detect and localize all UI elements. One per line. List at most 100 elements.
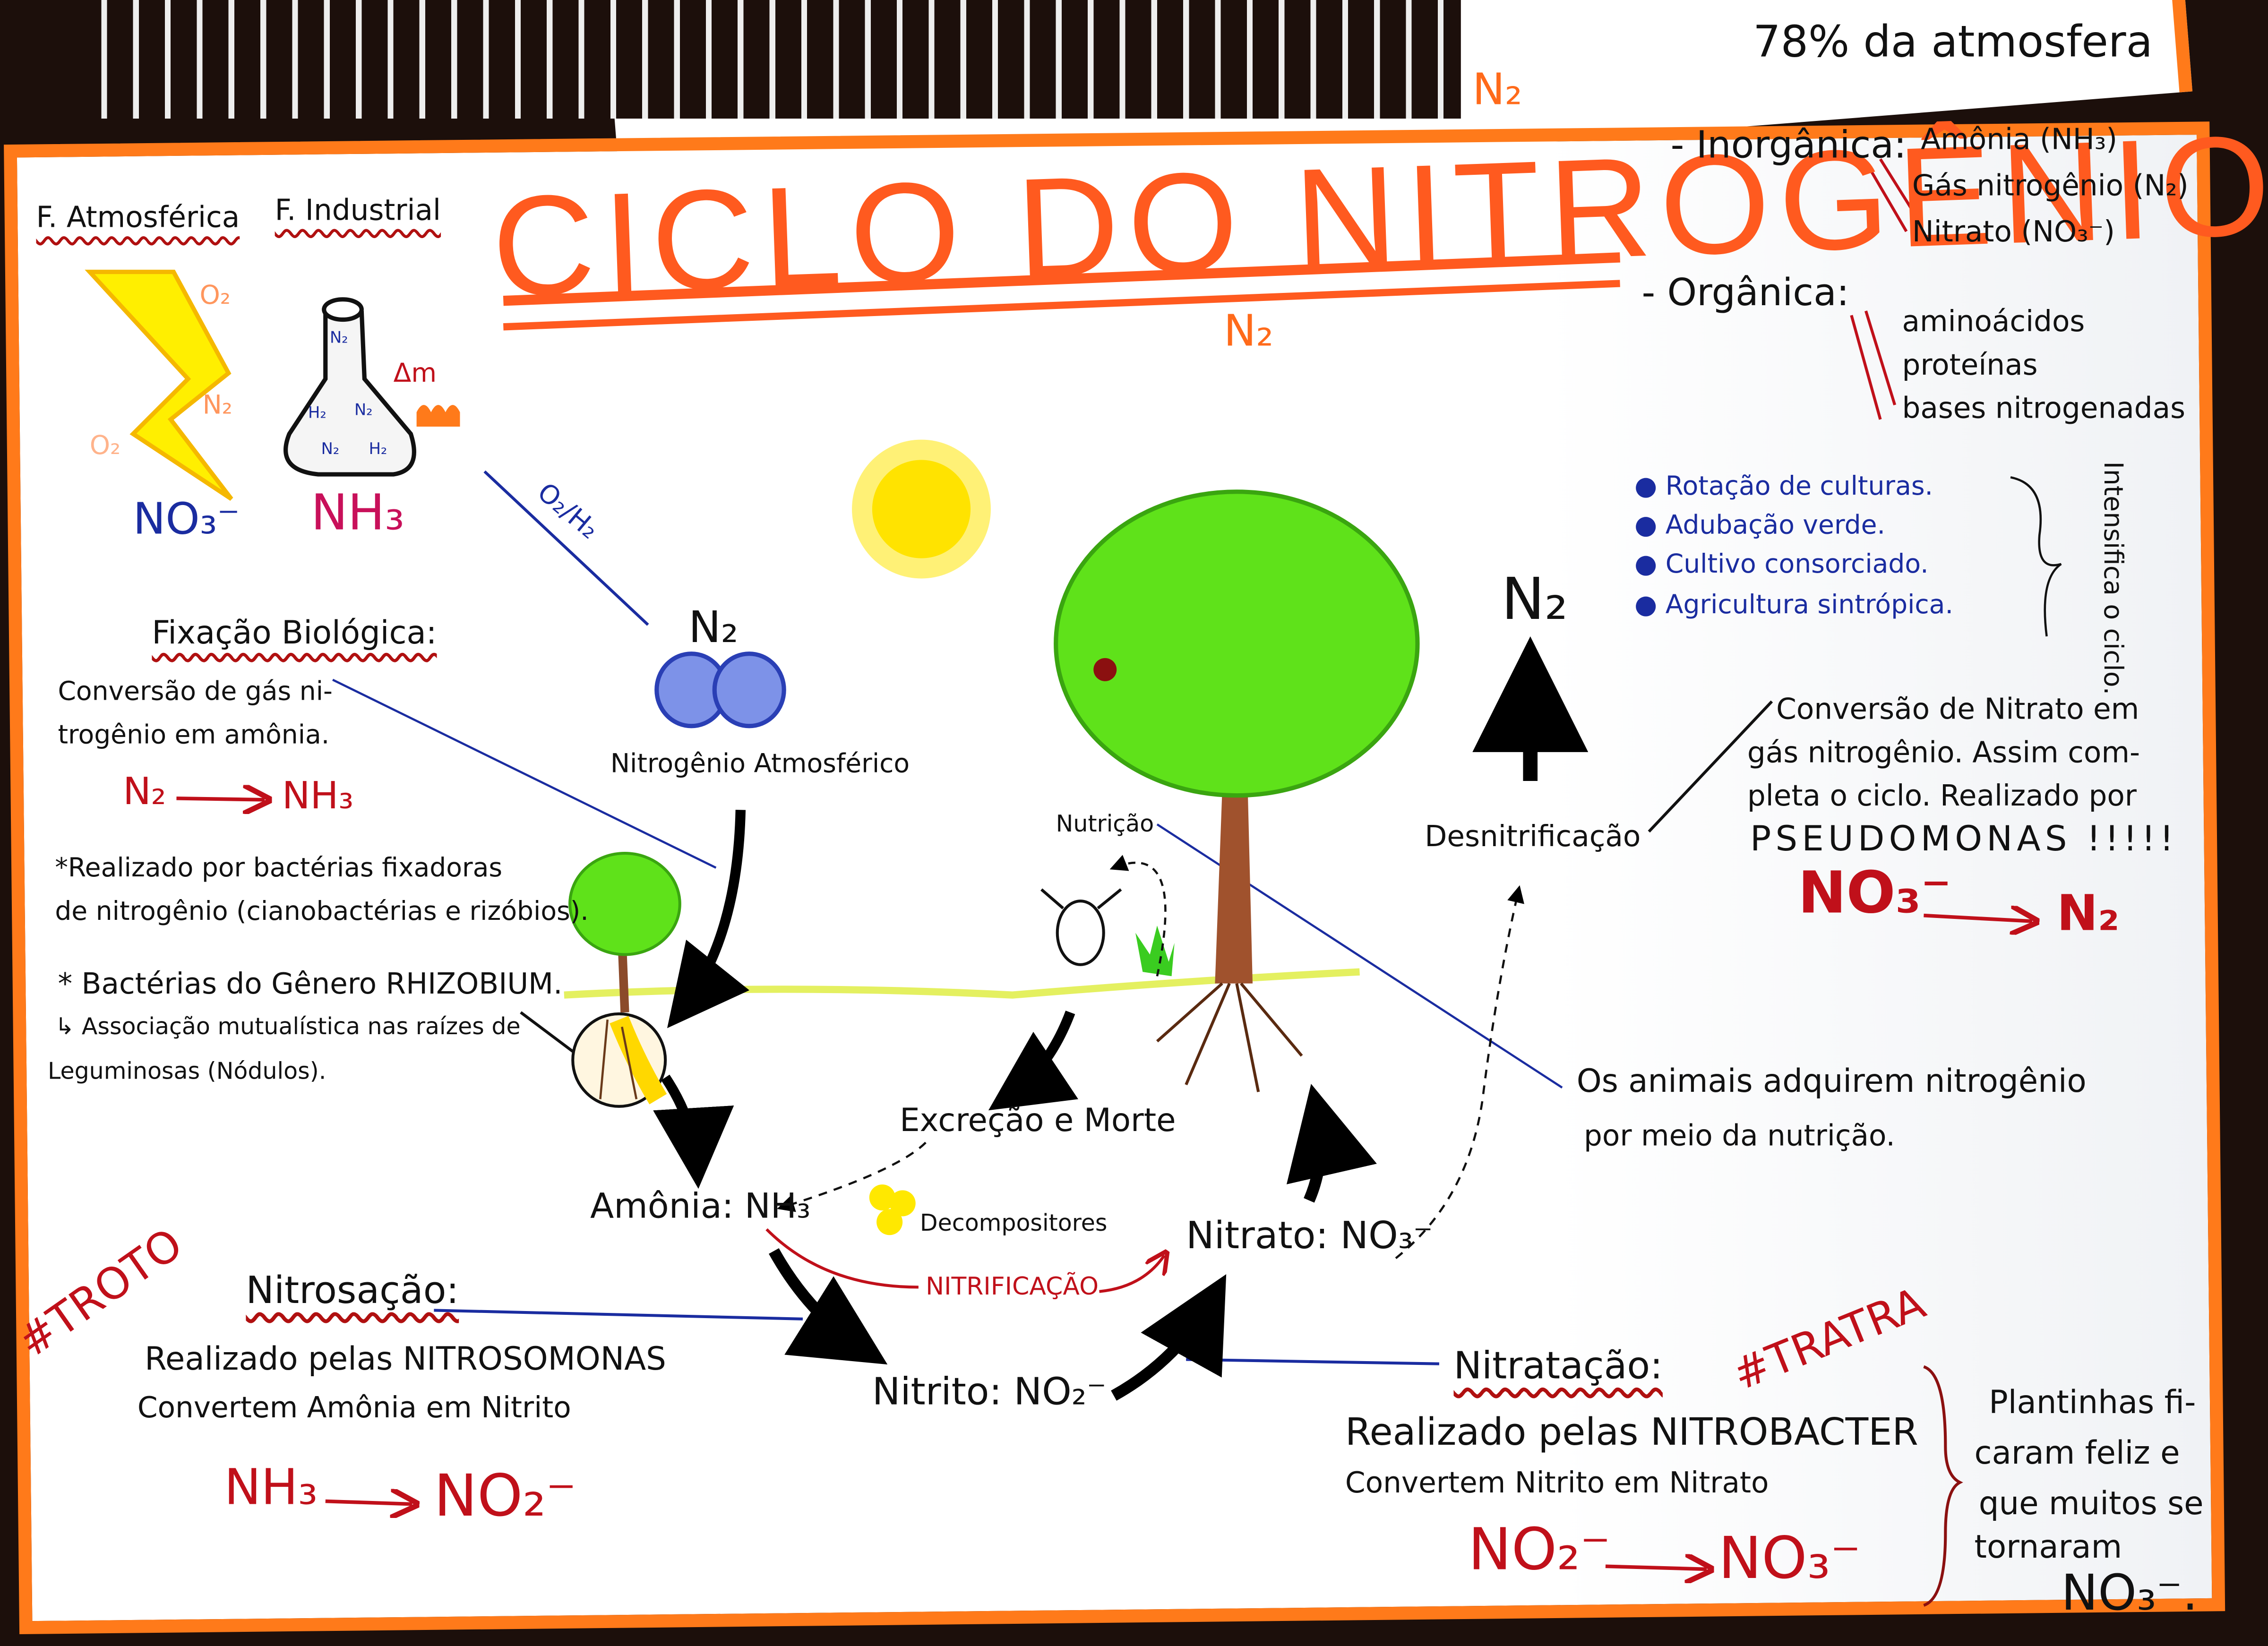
n2-label: N₂: [1472, 65, 1522, 116]
nitrification-label: NITRIFICAÇÃO: [926, 1272, 1099, 1302]
reaction-from: NO₃⁻: [1798, 860, 1951, 927]
nitrosation-heading: Nitrosação:: [246, 1269, 459, 1313]
reaction-arrows: [176, 798, 2032, 1569]
nitrosation-line: Convertem Amônia em Nitrito: [137, 1389, 571, 1425]
animals-note-line: Os animais adquirem nitrogênio: [1576, 1064, 2087, 1101]
organic-item: proteínas: [1902, 347, 2038, 382]
atmospheric-n2: N₂: [688, 603, 739, 654]
inorganic-item: Nitrato (NO₃⁻): [1912, 214, 2115, 249]
practice-item-label: Cultivo consorciado.: [1665, 549, 1929, 580]
n2-label: N₂: [1223, 306, 1274, 358]
biological-fixation-heading: Fixação Biológica:: [152, 616, 437, 652]
description-line: PSEUDOMONAS !!!!!: [1750, 818, 2178, 859]
atmospheric-nitrogen-label: Nitrogênio Atmosférico: [610, 749, 910, 780]
reaction-to: NO₃⁻: [1718, 1526, 1861, 1593]
description-line: pleta o ciclo. Realizado por: [1747, 778, 2137, 813]
nitrate-label: Nitrato: NO₃⁻: [1186, 1215, 1433, 1259]
description-line: gás nitrogênio. Assim com-: [1747, 735, 2140, 770]
practice-item: ● Agricultura sintrópica.: [1634, 590, 1954, 621]
sun-icon: [852, 439, 991, 579]
connector-line: [520, 1011, 580, 1057]
dashed-arrow-nutrition: [1109, 855, 1167, 977]
rabbit-icon: [1040, 888, 1122, 966]
gas-label: N₂: [202, 390, 232, 421]
reaction-to: NH₃: [282, 775, 354, 819]
nitrite-label: Nitrito: NO₂⁻: [872, 1371, 1107, 1415]
side-note-line: caram feliz e: [1974, 1436, 2180, 1473]
organic-item: bases nitrogenadas: [1902, 390, 2186, 425]
heat-label: Δm: [393, 359, 437, 389]
practice-item-label: Agricultura sintrópica.: [1665, 590, 1954, 621]
nitratation-line: Realizado pelas NITROBACTER: [1345, 1411, 1918, 1455]
description-line: Conversão de Nitrato em: [1776, 691, 2139, 726]
flask-content: N₂: [354, 400, 373, 420]
reaction-from: N₂: [123, 771, 166, 814]
forms-bracket: [1864, 158, 1918, 232]
nutrition-label: Nutrição: [1056, 810, 1154, 838]
gas-label: O₂: [199, 280, 231, 311]
note-line: * Bactérias do Gênero RHIZOBIUM.: [58, 966, 563, 1001]
dashed-arrow-denitrification: [1395, 885, 1524, 1260]
note-line: *Realizado por bactérias fixadoras: [55, 853, 503, 884]
flask-content: H₂: [308, 403, 326, 422]
practice-item: ● Adubação verde.: [1634, 510, 1886, 541]
side-note-line: NO₃⁻.: [2061, 1565, 2198, 1623]
plant-icon: [1135, 926, 1175, 977]
note-line: Leguminosas (Nódulos).: [48, 1057, 326, 1085]
connector-line: [1648, 700, 1773, 833]
connector-line: [1186, 1358, 1439, 1365]
practice-item: ● Cultivo consorciado.: [1634, 549, 1929, 580]
spiral-binding: [101, 0, 1461, 119]
nitratation-line: Convertem Nitrito em Nitrato: [1345, 1465, 1769, 1500]
apple-icon: [1093, 658, 1117, 681]
decomposers-label: Decompositores: [919, 1209, 1108, 1237]
practice-item-label: Adubação verde.: [1665, 510, 1886, 541]
small-tree-icon: [568, 852, 681, 1013]
inorganic-label: - Inorgânica:: [1670, 124, 1907, 168]
animals-note-line: por meio da nutrição.: [1584, 1118, 1895, 1153]
connector-line: [332, 678, 717, 869]
practice-item: ● Rotação de culturas.: [1634, 471, 1933, 502]
arrow-ammonia-to-nitrite: [769, 1248, 888, 1365]
nitrosation-line: Realizado pelas NITROSOMONAS: [145, 1342, 666, 1379]
gas-label: O₂: [89, 431, 121, 462]
organic-item: aminoácidos: [1902, 303, 2085, 339]
lightning-product: NO₃⁻: [133, 494, 240, 546]
arrow-nodule-to-ammonia: [653, 1074, 734, 1189]
excretion-label: Excreção e Morte: [900, 1103, 1176, 1140]
flask-content: N₂: [321, 439, 340, 459]
arrow-nitrite-to-nitrate: [1111, 1274, 1227, 1401]
inorganic-item: Amônia (NH₃): [1921, 121, 2118, 156]
reaction-to: N₂: [2057, 885, 2120, 943]
arrow-animals-to-excretion: [988, 1011, 1079, 1111]
side-note-line: que muitos se: [1978, 1486, 2204, 1523]
note-line: ↳ Associação mutualística nas raízes de: [55, 1012, 521, 1040]
organic-label: - Orgânica:: [1641, 272, 1849, 316]
industrial-product: NH₃: [311, 484, 405, 542]
flask-content: H₂: [369, 439, 387, 459]
forms-bracket: [1850, 310, 1897, 420]
arrow-nitrate-to-tree: [1286, 1084, 1377, 1203]
flame-icon: [416, 405, 460, 427]
reaction-to: NO₂⁻: [434, 1463, 577, 1530]
description-line: Conversão de gás ni-: [58, 677, 333, 707]
note-line: de nitrogênio (cianobactérias e rizóbios…: [55, 896, 589, 927]
side-note-line: Plantinhas fi-: [1989, 1385, 2196, 1422]
connector-line: [483, 470, 649, 626]
side-note-line: tornaram: [1974, 1530, 2122, 1567]
lightning-icon: [85, 269, 233, 501]
title-underline: [503, 252, 1620, 331]
denitrification-label: Desnitrificação: [1425, 818, 1641, 854]
industrial-fixation-label: F. Industrial: [275, 192, 441, 227]
flask-icon: [284, 297, 460, 477]
intensify-label: Intensifica o ciclo.: [2097, 461, 2128, 695]
atmospheric-fixation-label: F. Atmosférica: [36, 199, 240, 234]
connector-line: [434, 1309, 803, 1320]
flask-content: N₂: [329, 328, 348, 347]
inorganic-item: Gás nitrogênio (N₂): [1912, 168, 2189, 203]
root-nodule-icon: [571, 1012, 667, 1108]
denitrification-n2: N₂: [1501, 566, 1568, 634]
red-nitrification-arrow: [765, 1228, 1164, 1293]
